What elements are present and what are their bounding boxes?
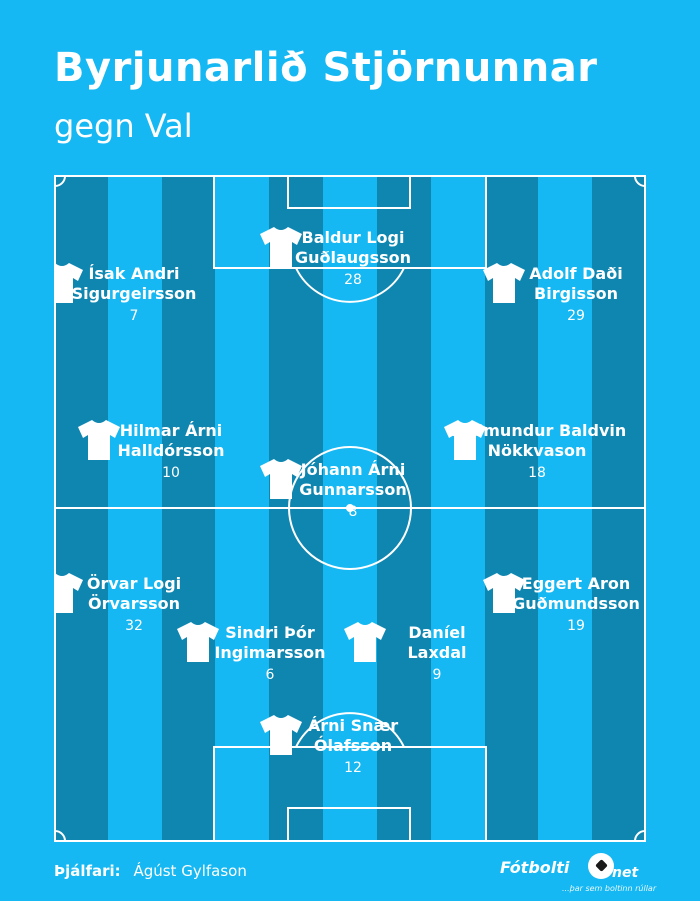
player-number: 32 xyxy=(125,618,143,634)
bottom-penalty-arc xyxy=(295,712,405,748)
logo-wordmark: Fótbolti xyxy=(500,858,570,877)
player-name-line1: Árni Snær xyxy=(307,716,399,735)
player-name-line2: Halldórsson xyxy=(117,441,225,460)
shirt-icon xyxy=(260,715,302,755)
player-name-line1: Örvar Logi xyxy=(86,574,182,593)
player-name-line1: Sindri Þór xyxy=(225,623,315,642)
player-card: Jóhann Árni Gunnarsson 8 xyxy=(258,457,448,520)
shirt-icon xyxy=(444,420,486,460)
page-subtitle: gegn Val xyxy=(54,107,193,145)
player-number: 18 xyxy=(528,465,546,481)
player-name-line1: Hilmar Árni xyxy=(119,421,223,440)
shirt-icon xyxy=(260,227,302,267)
player-name-line2: Sigurgeirsson xyxy=(71,284,197,303)
player-card: Daníel Laxdal 9 xyxy=(342,620,532,683)
player-card: Örvar Logi Örvarsson 32 xyxy=(54,571,229,634)
corner-arc xyxy=(54,175,66,187)
player-card: Sindri Þór Ingimarsson 6 xyxy=(175,620,365,683)
bottom-goal-box xyxy=(287,807,411,842)
player-name-line1: Ísak Andri xyxy=(88,264,180,283)
football-icon xyxy=(588,853,614,879)
player-card: Baldur Logi Guðlaugsson 28 xyxy=(258,225,448,288)
player-card: Árni Snær Ólafsson 12 xyxy=(258,713,448,776)
player-name-line2: Gunnarsson xyxy=(299,480,407,499)
player-number: 6 xyxy=(265,667,275,683)
logo-slogan: ...þar sem boltinn rúllar xyxy=(562,884,657,893)
corner-arc xyxy=(634,830,646,842)
coach-info: Þjálfari: Ágúst Gylfason xyxy=(54,862,247,880)
shirt-icon xyxy=(260,459,302,499)
shirt-icon xyxy=(344,622,386,662)
fotbolti-net-logo: Fótbolti net ...þar sem boltinn rúllar xyxy=(500,852,656,897)
shirt-icon xyxy=(483,263,525,303)
player-name-line2: Laxdal xyxy=(407,643,467,662)
player-name-line2: Ólafsson xyxy=(313,736,393,755)
player-name-line2: Guðlaugsson xyxy=(294,248,412,267)
shirt-icon xyxy=(483,573,525,613)
player-number: 10 xyxy=(162,465,180,481)
player-card: Eggert Aron Guðmundsson 19 xyxy=(481,571,646,634)
player-number: 7 xyxy=(129,308,139,324)
player-name-line1: Baldur Logi xyxy=(301,228,405,247)
player-number: 28 xyxy=(344,272,362,288)
player-name-line1: Eggert Aron xyxy=(521,574,631,593)
football-pitch: Baldur Logi Guðlaugsson 28 Ísak Andri Si… xyxy=(54,175,646,842)
center-spot xyxy=(346,504,354,512)
player-name-line1: Jóhann Árni xyxy=(300,460,406,479)
shirt-icon xyxy=(54,263,83,303)
player-name-line2: Guðmundsson xyxy=(512,594,640,613)
player-name-line1: Adolf Daði xyxy=(529,264,623,283)
player-name-line2: Örvarsson xyxy=(87,594,181,613)
player-card: Guðmundur Baldvin Nökkvason 18 xyxy=(442,418,632,481)
player-name-line1: Daníel xyxy=(408,623,466,642)
player-number: 12 xyxy=(344,760,362,776)
player-card: Adolf Daði Birgisson 29 xyxy=(481,261,646,324)
player-name-line1: Guðmundur Baldvin xyxy=(447,421,627,440)
player-number: 8 xyxy=(348,504,358,520)
shirt-icon xyxy=(177,622,219,662)
player-name-line2: Ingimarsson xyxy=(214,643,326,662)
logo-suffix: net xyxy=(612,865,639,881)
page-title: Byrjunarlið Stjörnunnar xyxy=(54,45,598,91)
player-card: Hilmar Árni Halldórsson 10 xyxy=(76,418,266,481)
top-goal-box xyxy=(287,175,411,209)
shirt-icon xyxy=(78,420,120,460)
top-penalty-arc xyxy=(295,267,405,303)
center-circle xyxy=(288,446,412,570)
player-name-line2: Birgisson xyxy=(534,284,618,303)
shirt-icon xyxy=(54,573,83,613)
player-name-line2: Nökkvason xyxy=(487,441,587,460)
coach-name: Ágúst Gylfason xyxy=(133,862,247,880)
corner-arc xyxy=(634,175,646,187)
player-card: Ísak Andri Sigurgeirsson 7 xyxy=(54,261,229,324)
player-number: 9 xyxy=(432,667,442,683)
coach-label: Þjálfari: xyxy=(54,862,121,880)
player-number: 19 xyxy=(567,618,585,634)
corner-arc xyxy=(54,830,66,842)
pitch-markings xyxy=(54,175,646,842)
player-number: 29 xyxy=(567,308,585,324)
